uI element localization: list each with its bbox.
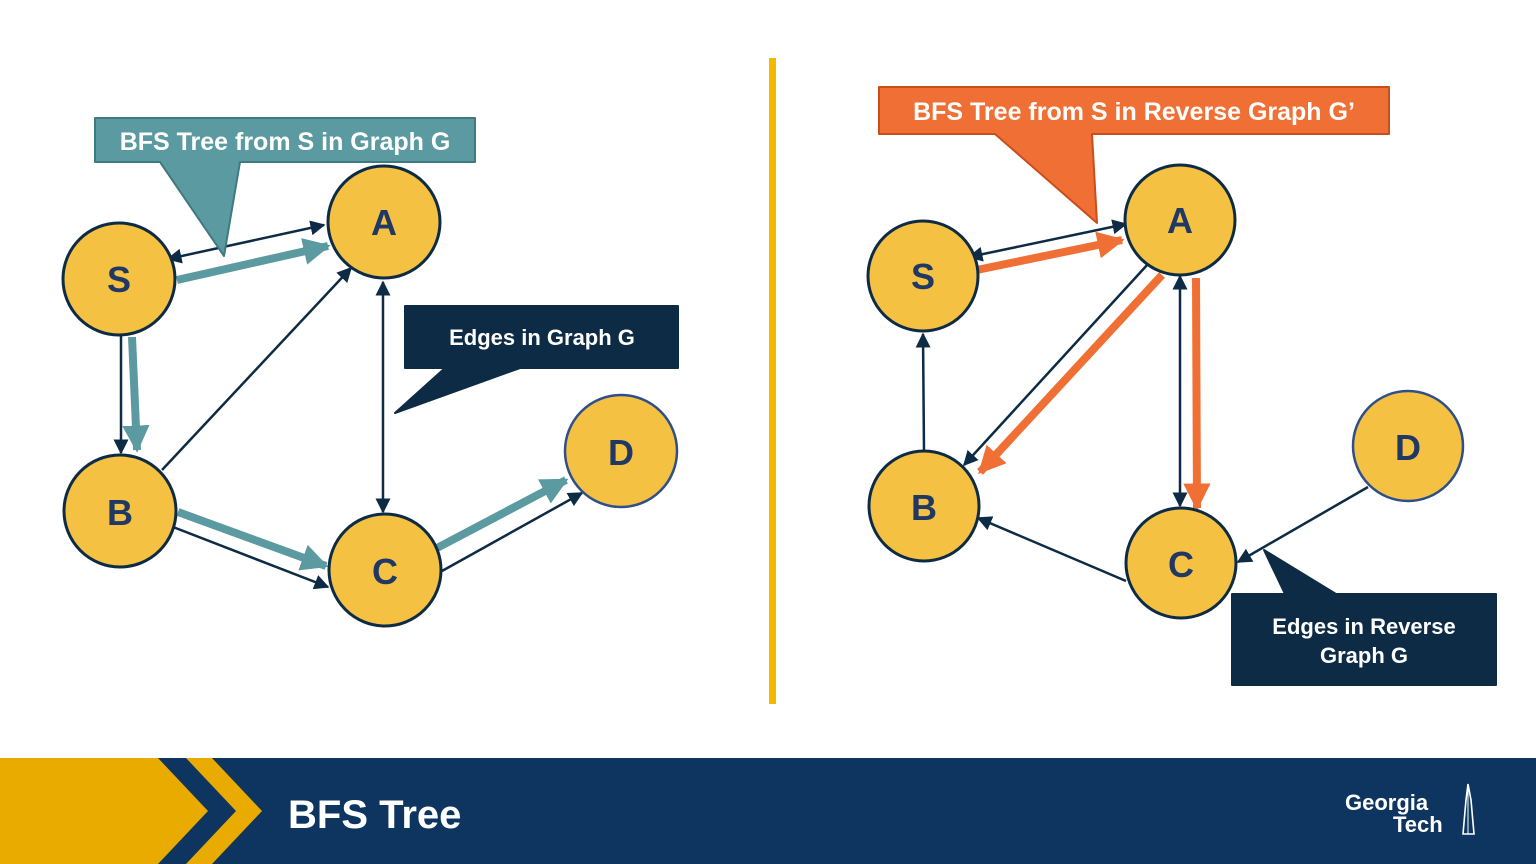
left-edges-callout-label: Edges in Graph G bbox=[449, 325, 635, 350]
edge-b-c bbox=[172, 525, 330, 590]
svg-text:C: C bbox=[372, 551, 398, 592]
left-node-b: B bbox=[62, 453, 178, 569]
right-bfs-tree-edges bbox=[971, 231, 1211, 511]
tree-edge-a-b bbox=[977, 272, 1165, 475]
edge-s-a bbox=[967, 219, 1128, 262]
edge-b-s bbox=[915, 332, 931, 453]
tree-edge-b-c bbox=[176, 508, 329, 571]
left-tree-callout: BFS Tree from S in Graph G bbox=[94, 117, 476, 257]
right-edges-callout: Edges in Reverse Graph G bbox=[1231, 549, 1497, 686]
svg-text:B: B bbox=[911, 487, 937, 528]
svg-text:C: C bbox=[1168, 544, 1194, 585]
svg-text:D: D bbox=[608, 432, 634, 473]
right-node-a: A bbox=[1123, 163, 1237, 277]
right-tree-callout: BFS Tree from S in Reverse Graph G’ bbox=[878, 86, 1390, 224]
right-node-d: D bbox=[1351, 389, 1465, 503]
svg-text:A: A bbox=[1167, 200, 1193, 241]
edge-b-a bbox=[161, 266, 353, 471]
svg-text:Georgia: Georgia bbox=[1345, 790, 1429, 815]
edge-s-a bbox=[166, 220, 326, 264]
edge-c-b bbox=[976, 516, 1127, 583]
footer-gold-band bbox=[0, 758, 208, 864]
svg-text:S: S bbox=[911, 256, 935, 297]
left-bfs-tree-edges bbox=[122, 238, 569, 571]
svg-text:A: A bbox=[371, 202, 397, 243]
right-node-s: S bbox=[866, 219, 980, 333]
georgia-tech-logo: Georgia Tech bbox=[1345, 783, 1475, 837]
left-node-s: S bbox=[61, 221, 177, 337]
slide-title: BFS Tree bbox=[288, 793, 461, 837]
left-node-d: D bbox=[563, 393, 679, 509]
right-tree-callout-label: BFS Tree from S in Reverse Graph G’ bbox=[913, 98, 1355, 126]
left-node-c: C bbox=[327, 512, 443, 628]
left-node-a: A bbox=[326, 164, 442, 280]
right-node-c: C bbox=[1124, 506, 1238, 620]
left-graph: BFS Tree from S in Graph G Edges in Grap… bbox=[61, 117, 679, 628]
edge-d-c bbox=[1236, 485, 1369, 564]
right-edges-callout-line1: Edges in Reverse bbox=[1272, 614, 1455, 639]
tree-edge-a-c bbox=[1183, 277, 1211, 511]
edge-a-b bbox=[962, 263, 1149, 467]
vertical-divider bbox=[769, 58, 776, 704]
right-node-b: B bbox=[867, 449, 981, 563]
right-graph-edges bbox=[915, 219, 1369, 583]
right-edges-callout-line2: Graph G bbox=[1320, 643, 1408, 668]
svg-text:B: B bbox=[107, 492, 133, 533]
left-graph-edges bbox=[113, 220, 584, 590]
tree-edge-c-d bbox=[435, 476, 569, 552]
left-edges-callout: Edges in Graph G bbox=[394, 305, 679, 414]
left-tree-callout-label: BFS Tree from S in Graph G bbox=[120, 128, 451, 156]
svg-text:S: S bbox=[107, 259, 131, 300]
tree-edge-s-a bbox=[971, 231, 1125, 275]
svg-text:D: D bbox=[1395, 427, 1421, 468]
footer-banner: BFS Tree Georgia Tech bbox=[0, 758, 1536, 864]
edge-c-d bbox=[441, 491, 584, 573]
footer-chevron-icon bbox=[186, 758, 262, 864]
tree-edge-s-b bbox=[122, 336, 150, 453]
svg-text:Tech: Tech bbox=[1393, 812, 1443, 837]
right-graph: BFS Tree from S in Reverse Graph G’ Edge… bbox=[866, 86, 1497, 686]
